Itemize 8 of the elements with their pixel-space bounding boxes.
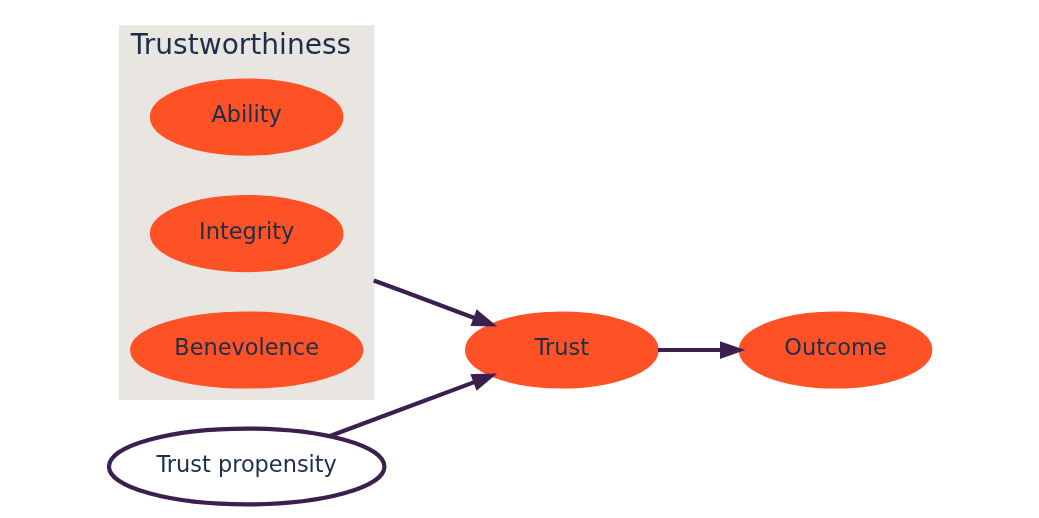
node-ellipse: Ability (149, 77, 343, 156)
node-ellipse: Trust propensity (106, 426, 387, 506)
node-ellipse: Outcome (738, 310, 932, 389)
arrow (328, 373, 497, 438)
arrow (657, 340, 745, 359)
arrow (372, 277, 497, 326)
node-ellipse: Benevolence (129, 310, 363, 389)
node-ellipse: Integrity (149, 194, 343, 272)
